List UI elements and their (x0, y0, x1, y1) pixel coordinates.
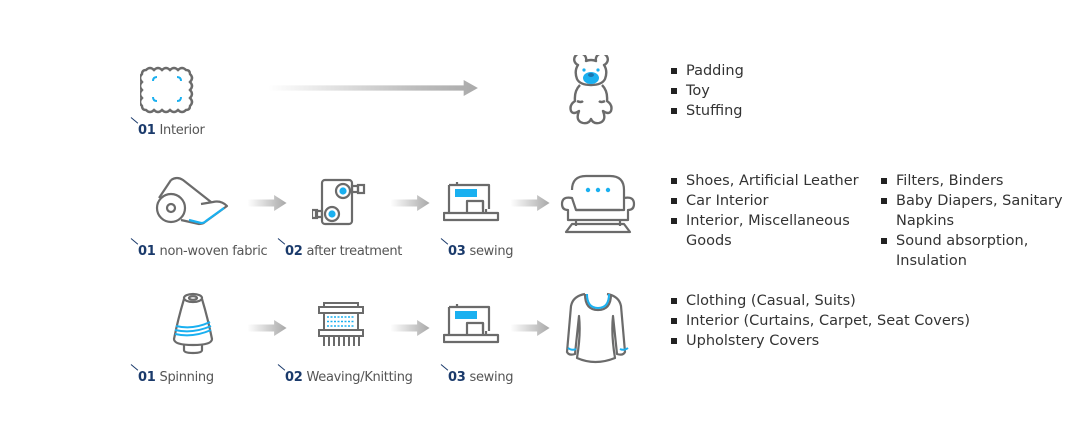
list-item: Interior (Curtains, Carpet, Seat Covers) (670, 311, 970, 331)
label-tick (277, 364, 286, 371)
step-number: 02 (285, 370, 303, 385)
label-tick (130, 117, 139, 124)
list-item: Clothing (Casual, Suits) (670, 291, 970, 311)
list-item: Toy (670, 81, 744, 101)
sewing-machine-icon (443, 303, 501, 345)
process-arrow (390, 195, 430, 211)
step-name: Weaving/Knitting (306, 370, 413, 385)
list-item: Sound absorption, Insulation (880, 231, 1046, 271)
list-item: Interior, Miscellaneous Goods (670, 211, 856, 251)
list-item: Car Interior (670, 191, 870, 211)
label-tick (440, 238, 449, 245)
process-arrow (510, 195, 550, 211)
process-arrow (390, 320, 430, 336)
label-tick (130, 238, 139, 245)
list-item: Padding (670, 61, 744, 81)
yarn-spool-icon (170, 292, 216, 356)
step-name: non-woven fabric (159, 244, 268, 259)
list-item: Stuffing (670, 101, 744, 121)
garment-icon (565, 290, 631, 366)
list-item: Filters, Binders (880, 171, 1080, 191)
fabric-roll-icon (155, 176, 229, 228)
step-name: Interior (159, 123, 205, 138)
process-arrow (510, 320, 550, 336)
step-number: 03 (448, 370, 466, 385)
label-tick (440, 364, 449, 371)
step-number: 02 (285, 244, 303, 259)
sponge-pad-icon (140, 64, 194, 114)
treatment-machine-icon (312, 178, 368, 228)
step-number: 01 (138, 244, 156, 259)
process-arrow (247, 195, 287, 211)
uses-list: Shoes, Artificial Leather Car Interior I… (670, 171, 870, 251)
step-name: sewing (469, 370, 514, 385)
step-number: 03 (448, 244, 466, 259)
teddy-bear-icon (566, 55, 616, 125)
uses-list: Filters, Binders Baby Diapers, Sanitary … (880, 171, 1080, 271)
label-tick (277, 238, 286, 245)
label-tick (130, 364, 139, 371)
process-arrow (247, 320, 287, 336)
list-item: Baby Diapers, Sanitary Napkins (880, 191, 1081, 231)
step-number: 01 (138, 123, 156, 138)
list-item: Shoes, Artificial Leather (670, 171, 870, 191)
sewing-machine-icon (443, 181, 501, 223)
step-name: after treatment (306, 244, 403, 259)
loom-icon (318, 302, 364, 348)
uses-list: Clothing (Casual, Suits) Interior (Curta… (670, 291, 970, 351)
step-number: 01 (138, 370, 156, 385)
long-arrow (268, 80, 478, 96)
sofa-icon (558, 172, 638, 238)
step-name: sewing (469, 244, 514, 259)
uses-list: Padding Toy Stuffing (670, 61, 744, 121)
list-item: Upholstery Covers (670, 331, 970, 351)
step-name: Spinning (159, 370, 215, 385)
